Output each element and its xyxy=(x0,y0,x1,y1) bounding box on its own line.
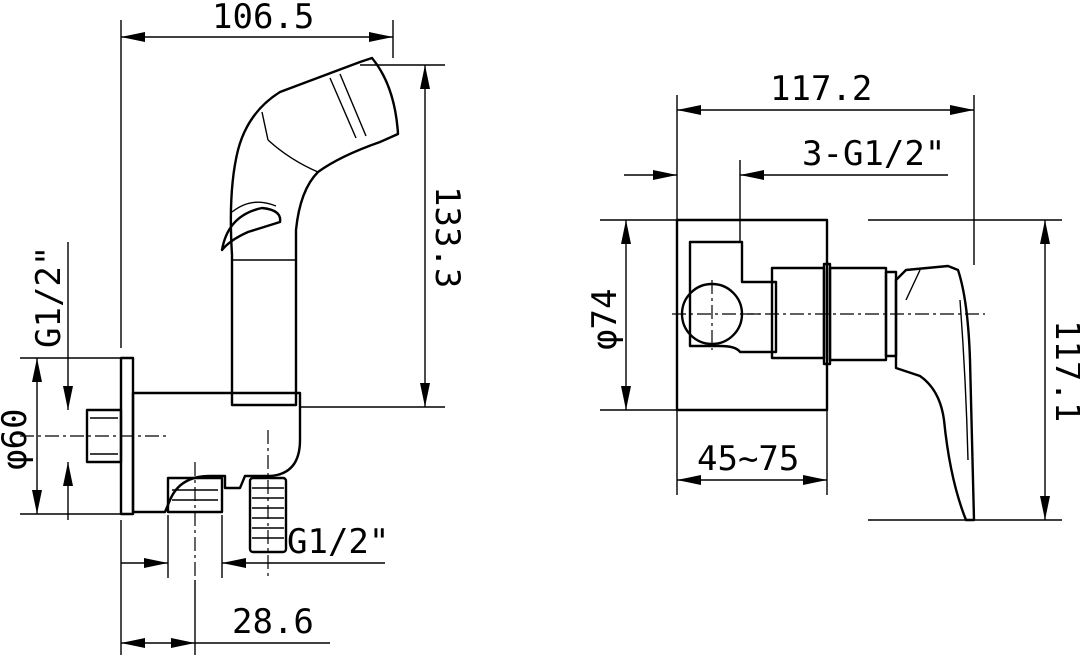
dim-overall-depth: 117.2 xyxy=(770,69,872,109)
dim-inlet-thread: G1/2" xyxy=(29,246,69,348)
dim-total-height: 133.3 xyxy=(427,186,467,288)
valve-cavity xyxy=(688,240,778,354)
right-view: 117.2 3-G1/2" φ74 45~75 117.1 xyxy=(585,69,1080,522)
elbow-body xyxy=(131,391,302,514)
dim-port-thread: 3-G1/2" xyxy=(802,134,945,174)
dim-outlet-thread: G1/2" xyxy=(287,522,389,562)
left-view: 106.5 133.3 G1/2" φ60 G1/2" 28.6 xyxy=(0,0,467,655)
trigger-button xyxy=(220,206,282,252)
dim-total-width: 106.5 xyxy=(212,0,314,37)
dim-wall-depth: 45~75 xyxy=(697,439,799,479)
valve-body-section xyxy=(675,218,829,412)
dim-handle-height: 117.1 xyxy=(1047,320,1080,422)
cartridge xyxy=(770,266,826,360)
dim-flange-diameter: φ60 xyxy=(0,409,35,470)
dim-outlet-offset: 28.6 xyxy=(232,602,314,642)
lever-handle xyxy=(894,264,976,522)
shower-handle xyxy=(229,56,400,407)
dim-body-diameter: φ74 xyxy=(585,289,625,350)
